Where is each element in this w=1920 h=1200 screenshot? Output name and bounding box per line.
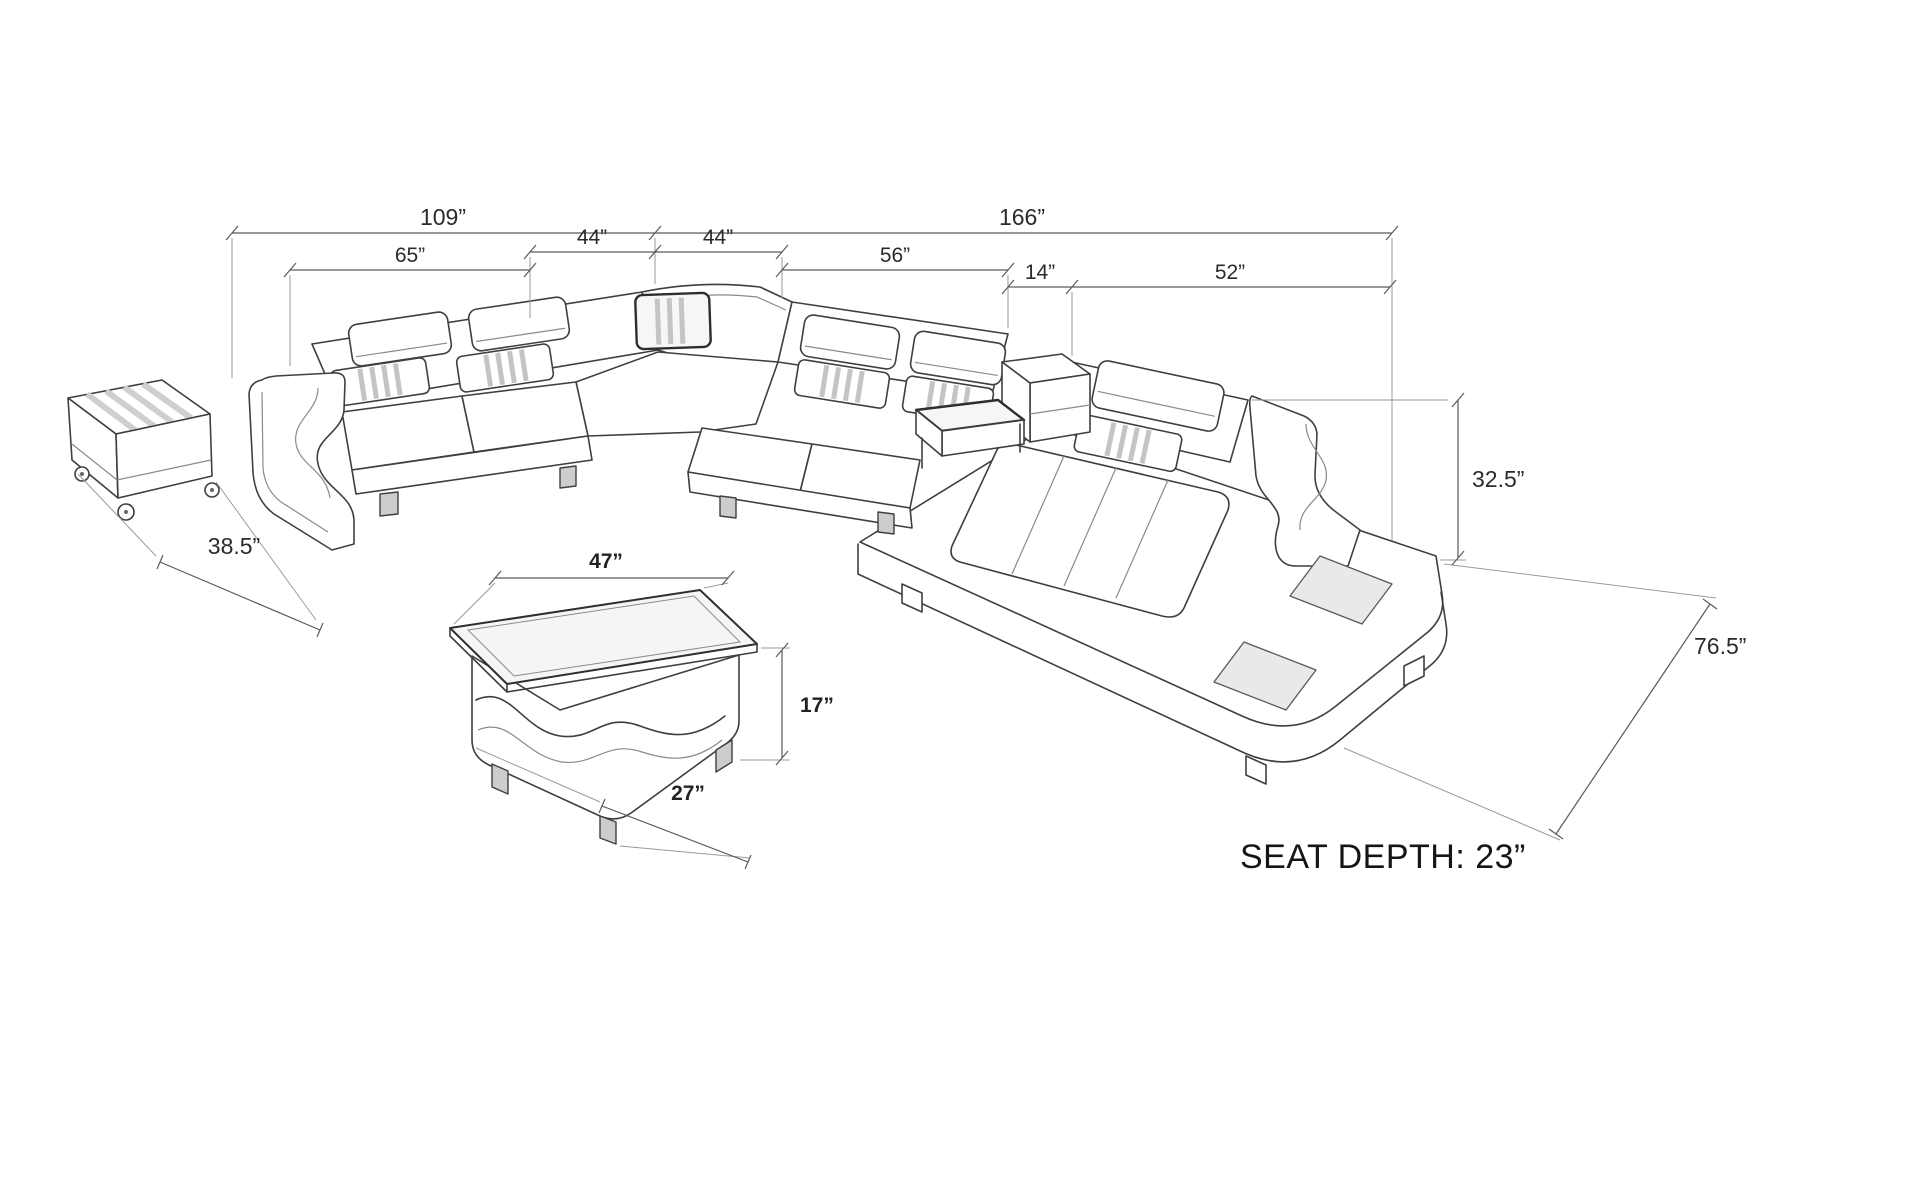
sofa-leg bbox=[559, 465, 577, 489]
dimension-labels: 109” 166” 65” 44” 44” 56” 14” 52” 32.5” … bbox=[208, 204, 1747, 876]
platform-pad bbox=[1213, 641, 1317, 711]
dimension-line-17 bbox=[775, 642, 789, 766]
seat-base bbox=[687, 471, 913, 529]
dim-166-label: 166” bbox=[999, 204, 1045, 230]
dim-47-label: 47” bbox=[589, 550, 623, 573]
sofa-leg bbox=[719, 495, 737, 519]
ottoman-seam bbox=[71, 443, 212, 481]
console-table bbox=[1001, 353, 1091, 443]
glass-top-thickness bbox=[449, 627, 758, 693]
dim-65-label: 65” bbox=[395, 244, 425, 267]
extension-lines bbox=[77, 238, 1717, 859]
seat-base bbox=[351, 435, 593, 495]
chaise-cushion-seams bbox=[1011, 455, 1169, 599]
ottoman bbox=[67, 379, 220, 521]
dim-44-right-label: 44” bbox=[703, 226, 733, 249]
caster-wheel bbox=[204, 482, 220, 498]
headrest-cushion bbox=[799, 314, 901, 370]
dimension-line-76-5 bbox=[1548, 598, 1718, 840]
dimension-line-44-right bbox=[655, 244, 789, 260]
dim-38-5-label: 38.5” bbox=[208, 533, 260, 559]
table-leg bbox=[715, 739, 733, 773]
dimension-line-47 bbox=[488, 570, 735, 586]
glass-top-inner-edge bbox=[466, 595, 742, 677]
coffee-table bbox=[449, 589, 758, 845]
corner-seat bbox=[575, 351, 779, 437]
corner-pillow bbox=[634, 291, 712, 351]
sofa-leg bbox=[379, 491, 399, 517]
dimension-line-166 bbox=[655, 225, 1399, 241]
chaise-headrest-cushion bbox=[1091, 360, 1225, 432]
sofa-sectional bbox=[248, 283, 1448, 785]
dim-17-label: 17” bbox=[800, 694, 834, 717]
ottoman-top-stripes bbox=[85, 381, 193, 433]
lumbar-pillow bbox=[793, 359, 891, 409]
left-arm-trim bbox=[295, 387, 331, 499]
coffee-table-body bbox=[471, 654, 740, 820]
sofa-leg bbox=[877, 511, 895, 535]
right-arm-trim bbox=[1299, 423, 1327, 531]
caster-wheel bbox=[74, 466, 90, 482]
dim-32-5-label: 32.5” bbox=[1472, 466, 1524, 492]
caster-wheel bbox=[117, 503, 135, 521]
platform-pad bbox=[1289, 555, 1393, 625]
dim-44-left-label: 44” bbox=[577, 226, 607, 249]
dim-56-label: 56” bbox=[880, 244, 910, 267]
ottoman-front-face bbox=[115, 413, 213, 499]
coffee-table-wave bbox=[475, 695, 726, 738]
table-leg bbox=[491, 763, 509, 795]
left-arm-trim bbox=[261, 391, 329, 533]
dimension-line-38-5 bbox=[156, 554, 324, 638]
coffee-table-wave-lower bbox=[477, 726, 723, 763]
seat-depth-note: SEAT DEPTH: 23” bbox=[1240, 838, 1526, 876]
right-arm-panel bbox=[1248, 395, 1361, 567]
headrest-cushion bbox=[467, 296, 571, 352]
base-platform-front-band bbox=[857, 543, 1448, 763]
dimension-line-32-5 bbox=[1451, 392, 1465, 566]
lumbar-pillow bbox=[455, 343, 555, 393]
dim-76-5-label: 76.5” bbox=[1694, 633, 1746, 659]
tray-table bbox=[914, 398, 1026, 469]
dim-14-label: 14” bbox=[1025, 261, 1055, 284]
platform-foot bbox=[901, 583, 923, 613]
dim-109-label: 109” bbox=[420, 204, 466, 230]
platform-foot bbox=[1403, 655, 1425, 687]
platform-foot bbox=[1245, 755, 1267, 785]
dimension-line-27 bbox=[598, 798, 752, 870]
left-arm-panel bbox=[248, 372, 355, 551]
dimension-lines bbox=[156, 225, 1718, 870]
dimension-line-56 bbox=[775, 262, 1015, 278]
table-leg bbox=[599, 815, 617, 845]
dim-52-label: 52” bbox=[1215, 261, 1245, 284]
dim-27-label: 27” bbox=[671, 782, 705, 805]
dimension-line-52 bbox=[1072, 279, 1397, 295]
dimension-line-65 bbox=[283, 262, 537, 278]
chaise-lumbar-pillow bbox=[1073, 413, 1183, 473]
